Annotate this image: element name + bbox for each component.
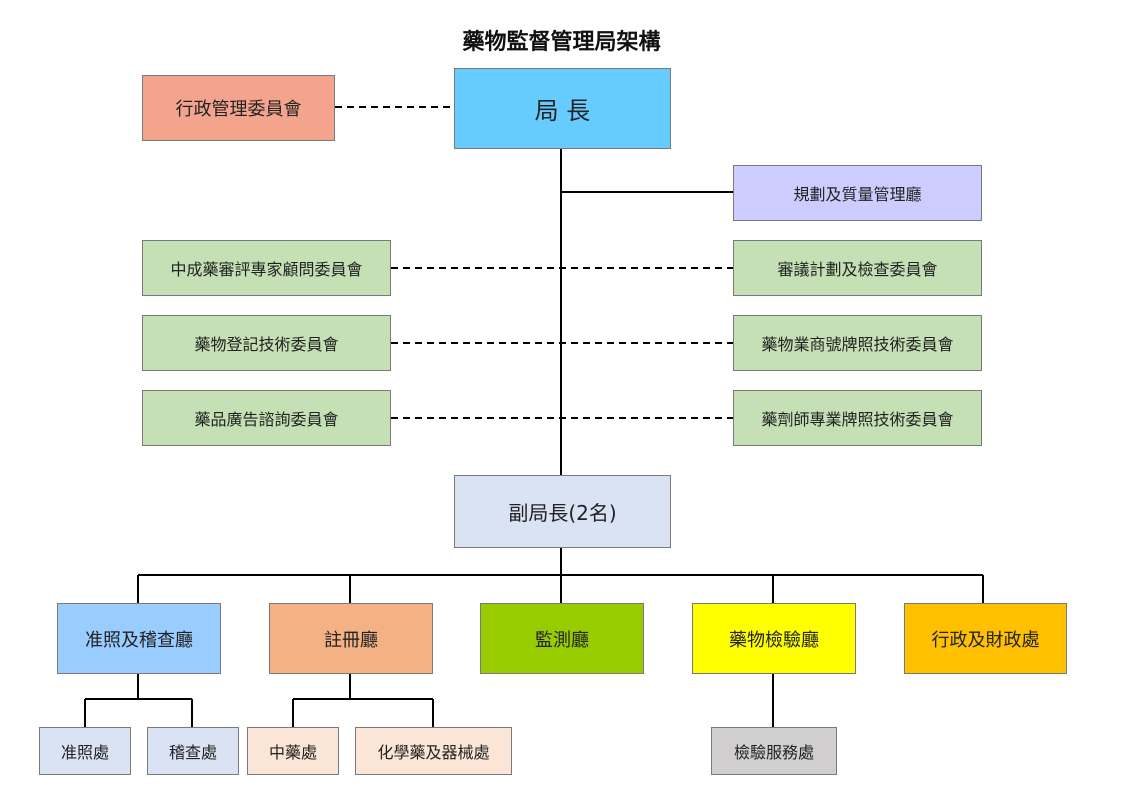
drug-testing-dept-box: 藥物檢驗廳 [692,603,856,674]
business-license-committee-box: 藥物業商號牌照技術委員會 [733,315,982,371]
registration-dept-box: 註冊廳 [269,603,433,674]
licensing-div-box: 准照處 [39,727,131,775]
licensing-inspection-dept-box: 准照及稽查廳 [57,603,221,674]
deputy-director-box: 副局長(2名) [454,475,671,548]
advert-committee-box: 藥品廣告諮詢委員會 [142,390,391,446]
registration-committee-box: 藥物登記技術委員會 [142,315,391,371]
director-box: 局 長 [454,68,671,149]
planning-dept-box: 規劃及質量管理廳 [733,165,982,221]
monitoring-dept-box: 監測廳 [480,603,644,674]
testing-services-div-box: 檢驗服務處 [711,727,837,775]
tcm-div-box: 中藥處 [247,727,339,775]
review-committee-box: 審議計劃及檢查委員會 [733,240,982,296]
admin-committee-box: 行政管理委員會 [142,75,335,141]
tcm-committee-box: 中成藥審評專家顧問委員會 [142,240,391,296]
chemical-devices-div-box: 化學藥及器械處 [355,727,512,775]
pharmacist-license-committee-box: 藥劑師專業牌照技術委員會 [733,390,982,446]
admin-finance-div-box: 行政及財政處 [904,603,1067,674]
page-title: 藥物監督管理局架構 [462,29,661,55]
inspection-div-box: 稽查處 [147,727,239,775]
